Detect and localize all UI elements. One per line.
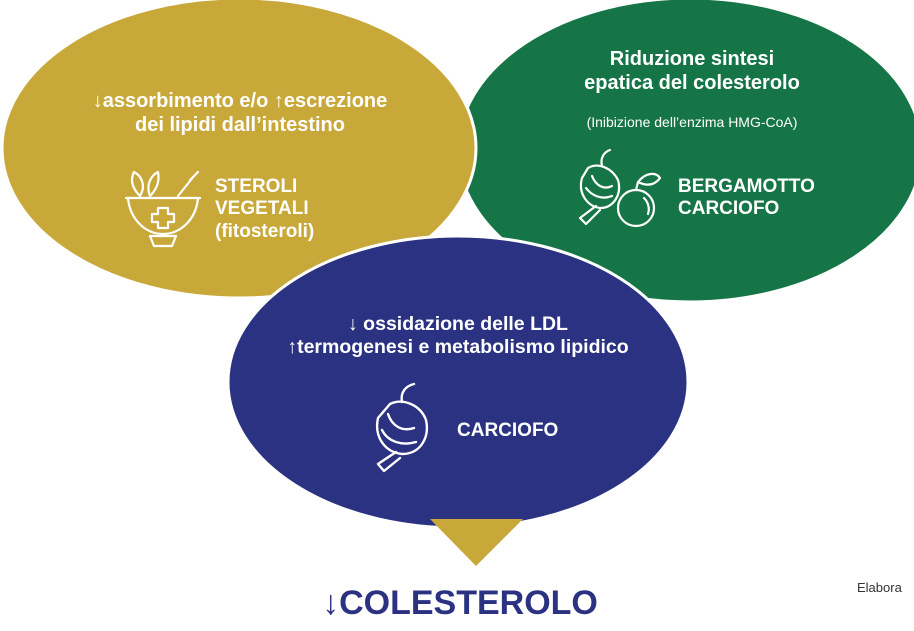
ellipse-ldl-oxidation <box>226 234 690 530</box>
mortar-pestle-herbs-icon <box>124 170 202 248</box>
heading-line: ↓assorbimento e/o ↑escrezione <box>92 90 388 112</box>
ingredient-line: BERGAMOTTO <box>678 176 815 197</box>
artichoke-icon <box>578 148 621 226</box>
ingredient-line: (fitosteroli) <box>215 220 315 242</box>
bergamot-icon <box>616 172 662 228</box>
heading-line: epatica del colesterolo <box>584 71 800 94</box>
ingredient-line: CARCIOFO <box>678 198 780 220</box>
hepatic-mechanism-heading: Riduzione sintesi epatica del colesterol… <box>522 48 862 95</box>
ingredient-label-bergamot-artichoke: BERGAMOTTO CARCIOFO <box>678 176 878 221</box>
artichoke-icon <box>375 382 429 473</box>
credit-text: Elabora <box>857 580 902 595</box>
ingredient-label-sterols: STEROLI VEGETALI (fitosteroli) <box>215 176 375 243</box>
oxidation-mechanism-heading: ↓ ossidazione delle LDL ↑termogenesi e m… <box>234 313 682 359</box>
intestinal-mechanism-heading: ↓assorbimento e/o ↑escrezione dei lipidi… <box>20 90 460 137</box>
ingredient-line: STEROLI <box>215 176 298 197</box>
heading-line: ↓ ossidazione delle LDL <box>348 313 568 335</box>
ellipse-intestinal-absorption <box>0 0 478 300</box>
hepatic-mechanism-subheading: (Inibizione dell’enzima HMG-CoA) <box>586 114 798 130</box>
heading-line: ↑termogenesi e metabolismo lipidico <box>287 336 629 358</box>
ingredient-label-artichoke: CARCIOFO <box>457 420 559 441</box>
result-cholesterol: ↓COLESTEROLO <box>322 584 598 622</box>
ingredient-line: VEGETALI <box>215 198 309 220</box>
down-triangle-icon <box>430 519 523 566</box>
heading-line: Riduzione sintesi <box>609 48 775 70</box>
heading-line: dei lipidi dall’intestino <box>134 113 345 136</box>
